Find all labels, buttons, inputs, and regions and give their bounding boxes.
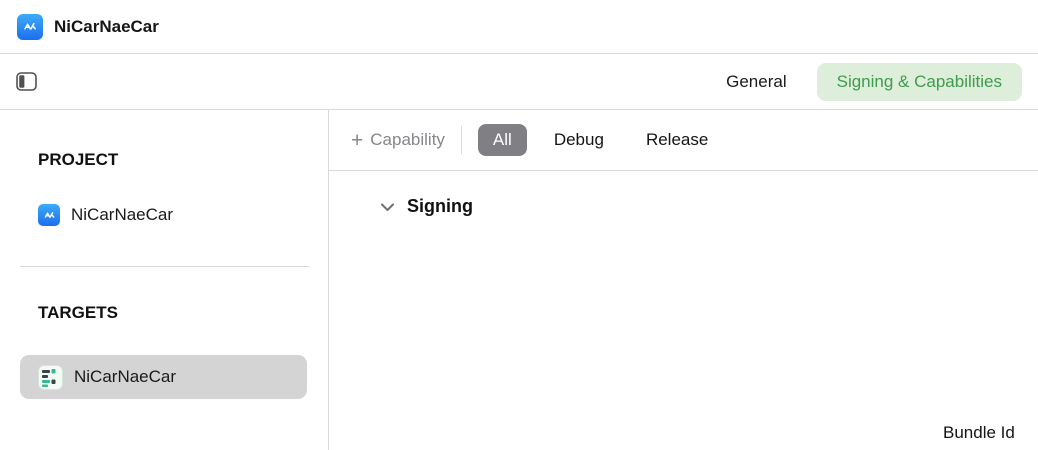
signing-section-header: Signing [329,196,1038,217]
filter-release[interactable]: Release [631,124,723,156]
targets-group-header: TARGETS [38,303,118,322]
filter-all[interactable]: All [477,124,527,156]
editor-toolbar: General Signing & Capabilities [0,54,1038,110]
sidebar-item-project[interactable]: NiCarNaeCar [0,198,328,232]
sidebar-item-project-label: NiCarNaeCar [71,205,174,224]
add-capability-button[interactable]: + Capability [351,130,445,151]
sidebar-item-target-label: NiCarNaeCar [74,367,177,386]
signing-capabilities-pane: + Capability All Debug Release Signing B… [329,110,1038,450]
sidebar-item-target[interactable]: NiCarNaeCar [20,355,307,399]
filter-divider [460,126,462,154]
project-targets-sidebar: PROJECT NiCarNaeCar TARGETS [0,110,329,450]
capability-filter-row: + Capability All Debug Release [329,110,1038,171]
target-app-icon [38,364,63,390]
filter-debug[interactable]: Debug [539,124,619,156]
project-group-header: PROJECT [38,150,119,169]
plus-icon: + [351,128,364,152]
tab-signing-capabilities[interactable]: Signing & Capabilities [816,62,1022,101]
bundle-identifier-label: Bundle Id [943,423,1015,442]
sidebar-toggle-icon[interactable] [16,67,48,97]
tab-general[interactable]: General [706,63,806,101]
settings-tab-bar: General Signing & Capabilities [706,62,1022,101]
project-titlebar: NiCarNaeCar [0,0,1038,54]
editor-body: PROJECT NiCarNaeCar TARGETS [0,110,1038,450]
add-capability-label: Capability [370,130,445,149]
sidebar-divider [20,266,309,267]
project-title: NiCarNaeCar [54,16,159,36]
project-icon [38,204,60,226]
chevron-down-icon[interactable] [380,202,395,212]
signing-section-title: Signing [407,196,473,216]
project-app-icon [17,13,43,40]
